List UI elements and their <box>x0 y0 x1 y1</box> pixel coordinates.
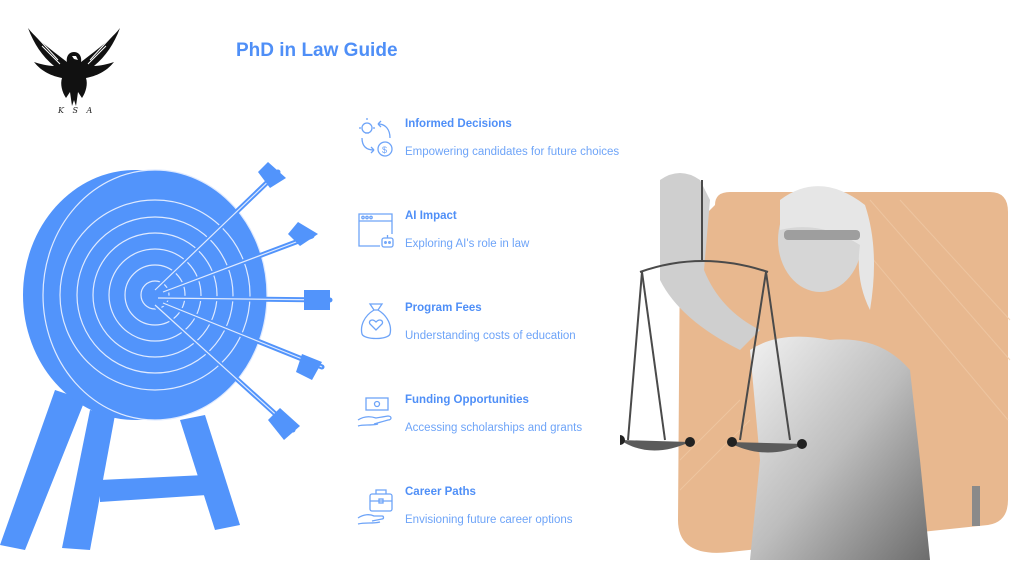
item-description: Accessing scholarships and grants <box>405 422 583 434</box>
item-heading: Funding Opportunities <box>405 394 529 406</box>
item-heading: AI Impact <box>405 210 457 222</box>
item-heading: Program Fees <box>405 302 482 314</box>
list-item-informed-decisions: $ Informed Decisions Empowering candidat… <box>356 112 656 172</box>
item-description: Envisioning future career options <box>405 514 573 526</box>
item-description: Exploring AI's role in law <box>405 238 530 250</box>
logo-caption: K S A <box>58 106 96 115</box>
list-item-program-fees: Program Fees Understanding costs of educ… <box>356 296 656 356</box>
browser-robot-icon <box>358 213 394 248</box>
item-description: Empowering candidates for future choices <box>405 146 620 158</box>
list-item-funding-opportunities: Funding Opportunities Accessing scholars… <box>356 388 656 448</box>
list-item-career-paths: Career Paths Envisioning future career o… <box>356 480 656 540</box>
lady-justice-statue-image <box>620 173 1011 560</box>
page-title: PhD in Law Guide <box>236 40 398 61</box>
svg-text:$: $ <box>382 145 387 155</box>
item-heading: Career Paths <box>405 486 476 498</box>
hand-briefcase-icon <box>357 489 393 525</box>
item-description: Understanding costs of education <box>405 330 576 342</box>
list-item-ai-impact: AI Impact Exploring AI's role in law <box>356 204 656 264</box>
idea-money-cycle-icon: $ <box>359 118 393 157</box>
eagle-logo-icon <box>28 28 120 106</box>
item-heading: Informed Decisions <box>405 118 512 130</box>
money-bag-heart-icon <box>360 303 392 340</box>
hand-cash-icon <box>357 397 392 427</box>
archery-target-icon <box>0 162 333 550</box>
